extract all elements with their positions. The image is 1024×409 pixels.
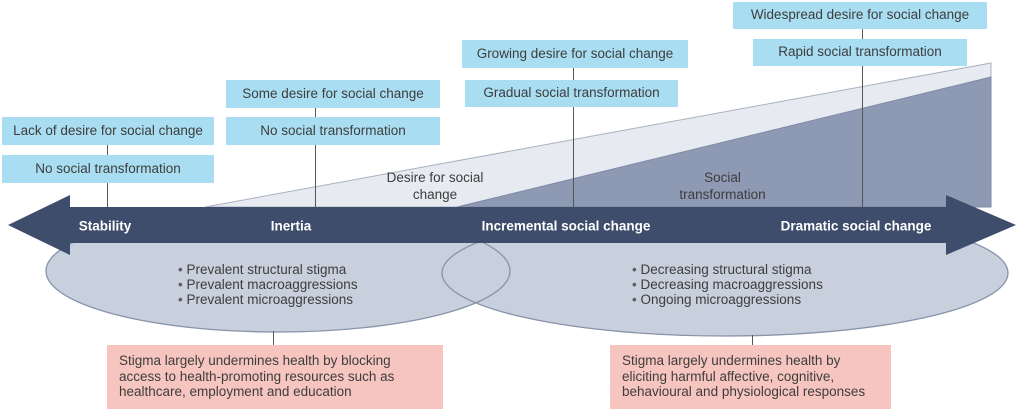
stage-inertia: Inertia	[270, 218, 312, 234]
desire-wedge-label: Desire for social change	[386, 170, 484, 202]
callout-lack-of-desire: Lack of desire for social change	[2, 117, 214, 145]
list-item: Ongoing microaggressions	[632, 292, 823, 307]
stage-dramatic-social-change: Dramatic social change	[780, 218, 932, 234]
transformation-wedge-label: Social transformation	[679, 170, 766, 202]
list-item: Decreasing macroaggressions	[632, 277, 822, 292]
connector-lines	[107, 29, 863, 345]
outcome-box-left: Stigma largely undermines health by bloc…	[107, 345, 443, 409]
outcome-box-right: Stigma largely undermines health by elic…	[610, 345, 891, 409]
callout-no-transformation-1: No social transformation	[2, 155, 214, 183]
stage-stability: Stability	[78, 218, 132, 234]
stage-incremental-social-change: Incremental social change	[481, 218, 651, 234]
callout-rapid-transformation: Rapid social transformation	[753, 39, 967, 66]
list-item: Prevalent microaggressions	[178, 292, 358, 307]
callout-growing-desire: Growing desire for social change	[462, 40, 688, 68]
callout-gradual-transformation: Gradual social transformation	[465, 80, 678, 107]
callout-no-transformation-2: No social transformation	[226, 117, 440, 145]
list-item: Prevalent macroaggressions	[178, 277, 357, 292]
left-stigma-list: Prevalent structural stigma Prevalent ma…	[178, 262, 358, 307]
list-item: Prevalent structural stigma	[178, 262, 358, 277]
callout-widespread-desire: Widespread desire for social change	[733, 2, 987, 29]
callout-some-desire: Some desire for social change	[226, 80, 440, 108]
list-item: Decreasing structural stigma	[632, 262, 823, 277]
spectrum-arrow	[8, 195, 1016, 255]
right-stigma-list: Decreasing structural stigma Decreasing …	[632, 262, 823, 307]
